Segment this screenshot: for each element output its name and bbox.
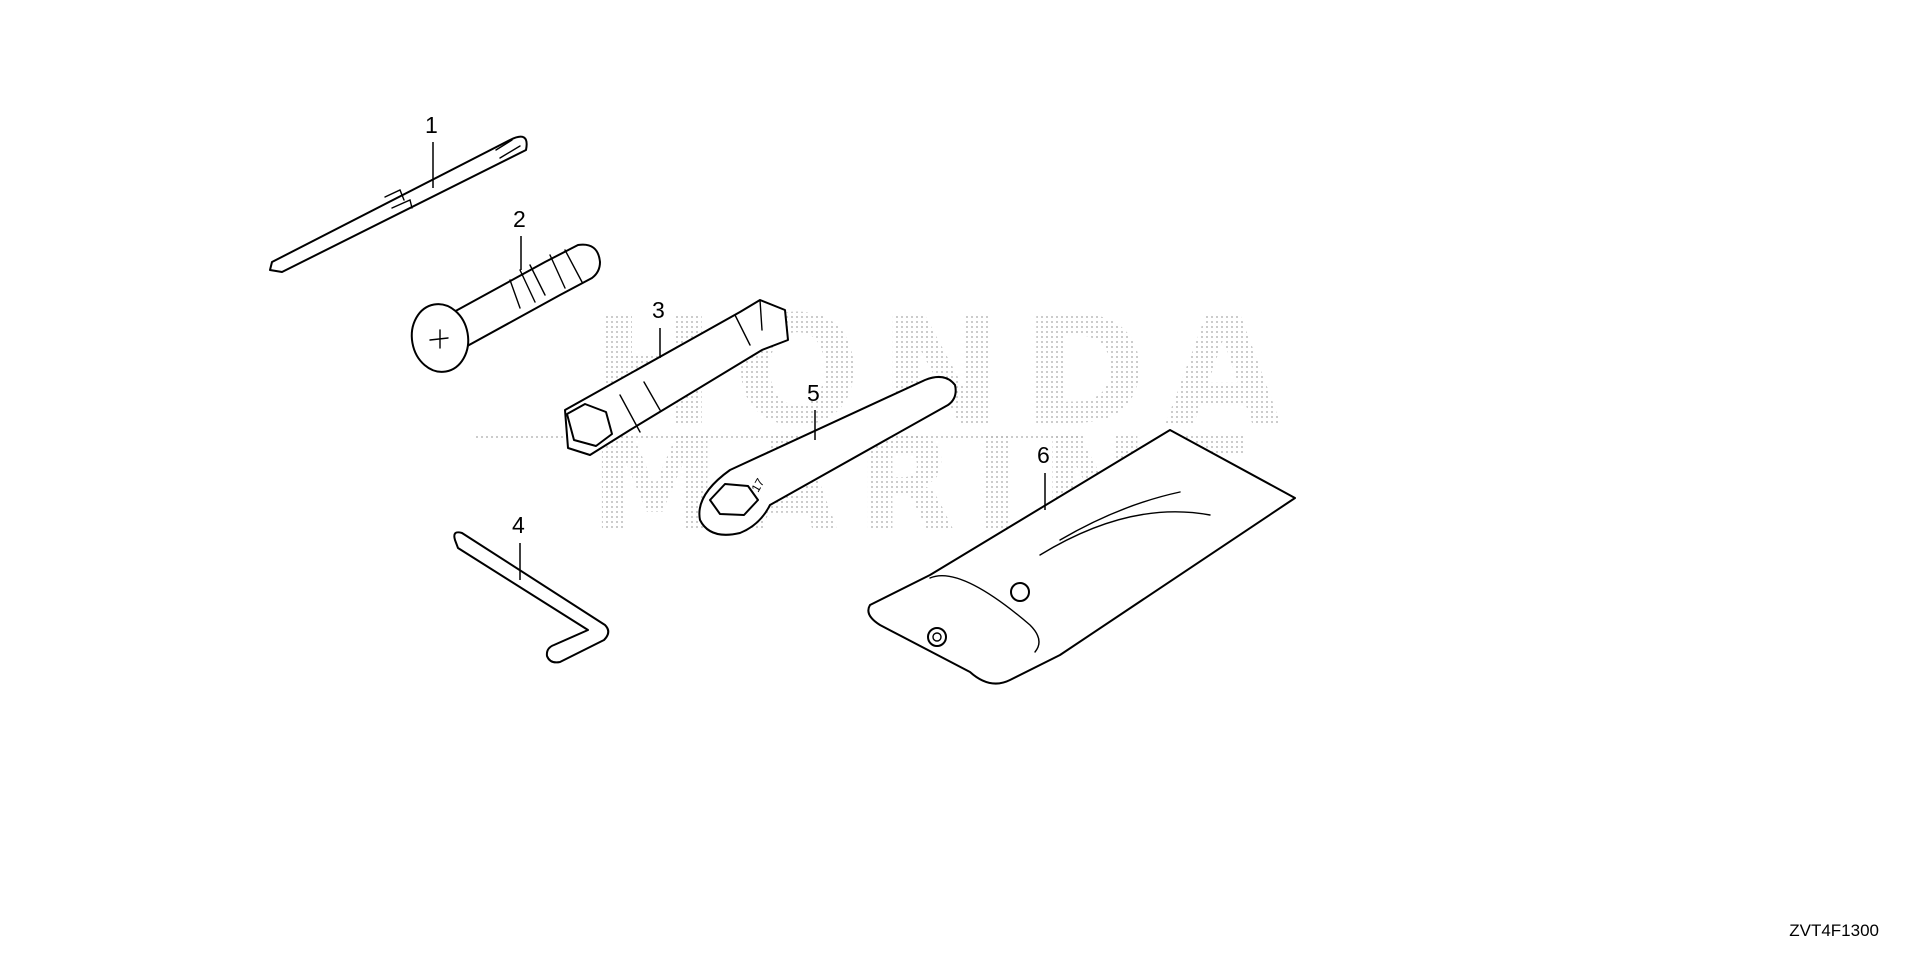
- screwdriver-grip-part-2[interactable]: [407, 243, 601, 377]
- svg-text:5: 5: [807, 380, 820, 406]
- callout-4: 4: [512, 512, 525, 580]
- svg-text:3: 3: [652, 297, 665, 323]
- tool-bag-part-6[interactable]: [867, 429, 1296, 685]
- screwdriver-part-1[interactable]: [269, 135, 528, 273]
- svg-text:2: 2: [513, 206, 526, 232]
- honda-marine-watermark: HONDA MARINE: [475, 285, 1281, 561]
- svg-text:4: 4: [512, 512, 525, 538]
- hex-wrench-part-4[interactable]: [453, 531, 610, 664]
- callout-3: 3: [652, 297, 665, 358]
- plug-wrench-part-3[interactable]: [564, 299, 789, 456]
- diagram-code: ZVT4F1300: [1789, 921, 1879, 940]
- svg-text:6: 6: [1037, 442, 1050, 468]
- callout-6: 6: [1037, 442, 1050, 510]
- callout-5: 5: [807, 380, 820, 440]
- svg-text:1: 1: [425, 112, 438, 138]
- svg-text:17: 17: [748, 476, 767, 495]
- callout-2: 2: [513, 206, 526, 270]
- ring-wrench-part-5[interactable]: 17: [698, 375, 957, 536]
- callout-1: 1: [425, 112, 438, 188]
